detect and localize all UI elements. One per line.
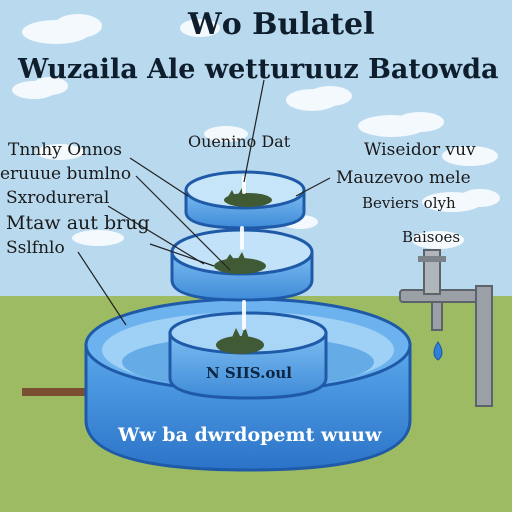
clouds	[12, 14, 500, 249]
label-top-center: Ouenino Dat	[188, 132, 291, 151]
label-left-2: eruuue bumlno	[0, 164, 132, 184]
label-left-3: Sxrodureral	[6, 188, 110, 208]
label-left-1: Tnnhy Onnos	[8, 140, 122, 160]
inner-tank	[168, 311, 328, 400]
label-right-2: Mauzevoo mele	[336, 168, 471, 188]
label-right-1: Wiseidor vuv	[364, 140, 476, 160]
label-outer-tank: Ww ba dwrdopemt wuuw	[118, 424, 382, 446]
label-inner-tank: N SIIS.oul	[206, 364, 292, 382]
diagram-subtitle: Wuzaila Ale wetturuuz Batowda	[18, 54, 499, 85]
water-tap	[399, 249, 493, 407]
leader-lines	[77, 79, 331, 326]
water-drop-icon	[433, 341, 443, 361]
label-right-3: Beviers olyh	[362, 194, 456, 212]
label-left-5: Sslfnlo	[6, 238, 65, 258]
label-right-4: Baisoes	[402, 228, 461, 246]
soil-channel	[22, 388, 112, 396]
diagram-title: Wо Bulatel	[188, 7, 375, 42]
water-streams	[240, 176, 246, 330]
label-left-4: Mtaw aut brug	[6, 212, 150, 234]
